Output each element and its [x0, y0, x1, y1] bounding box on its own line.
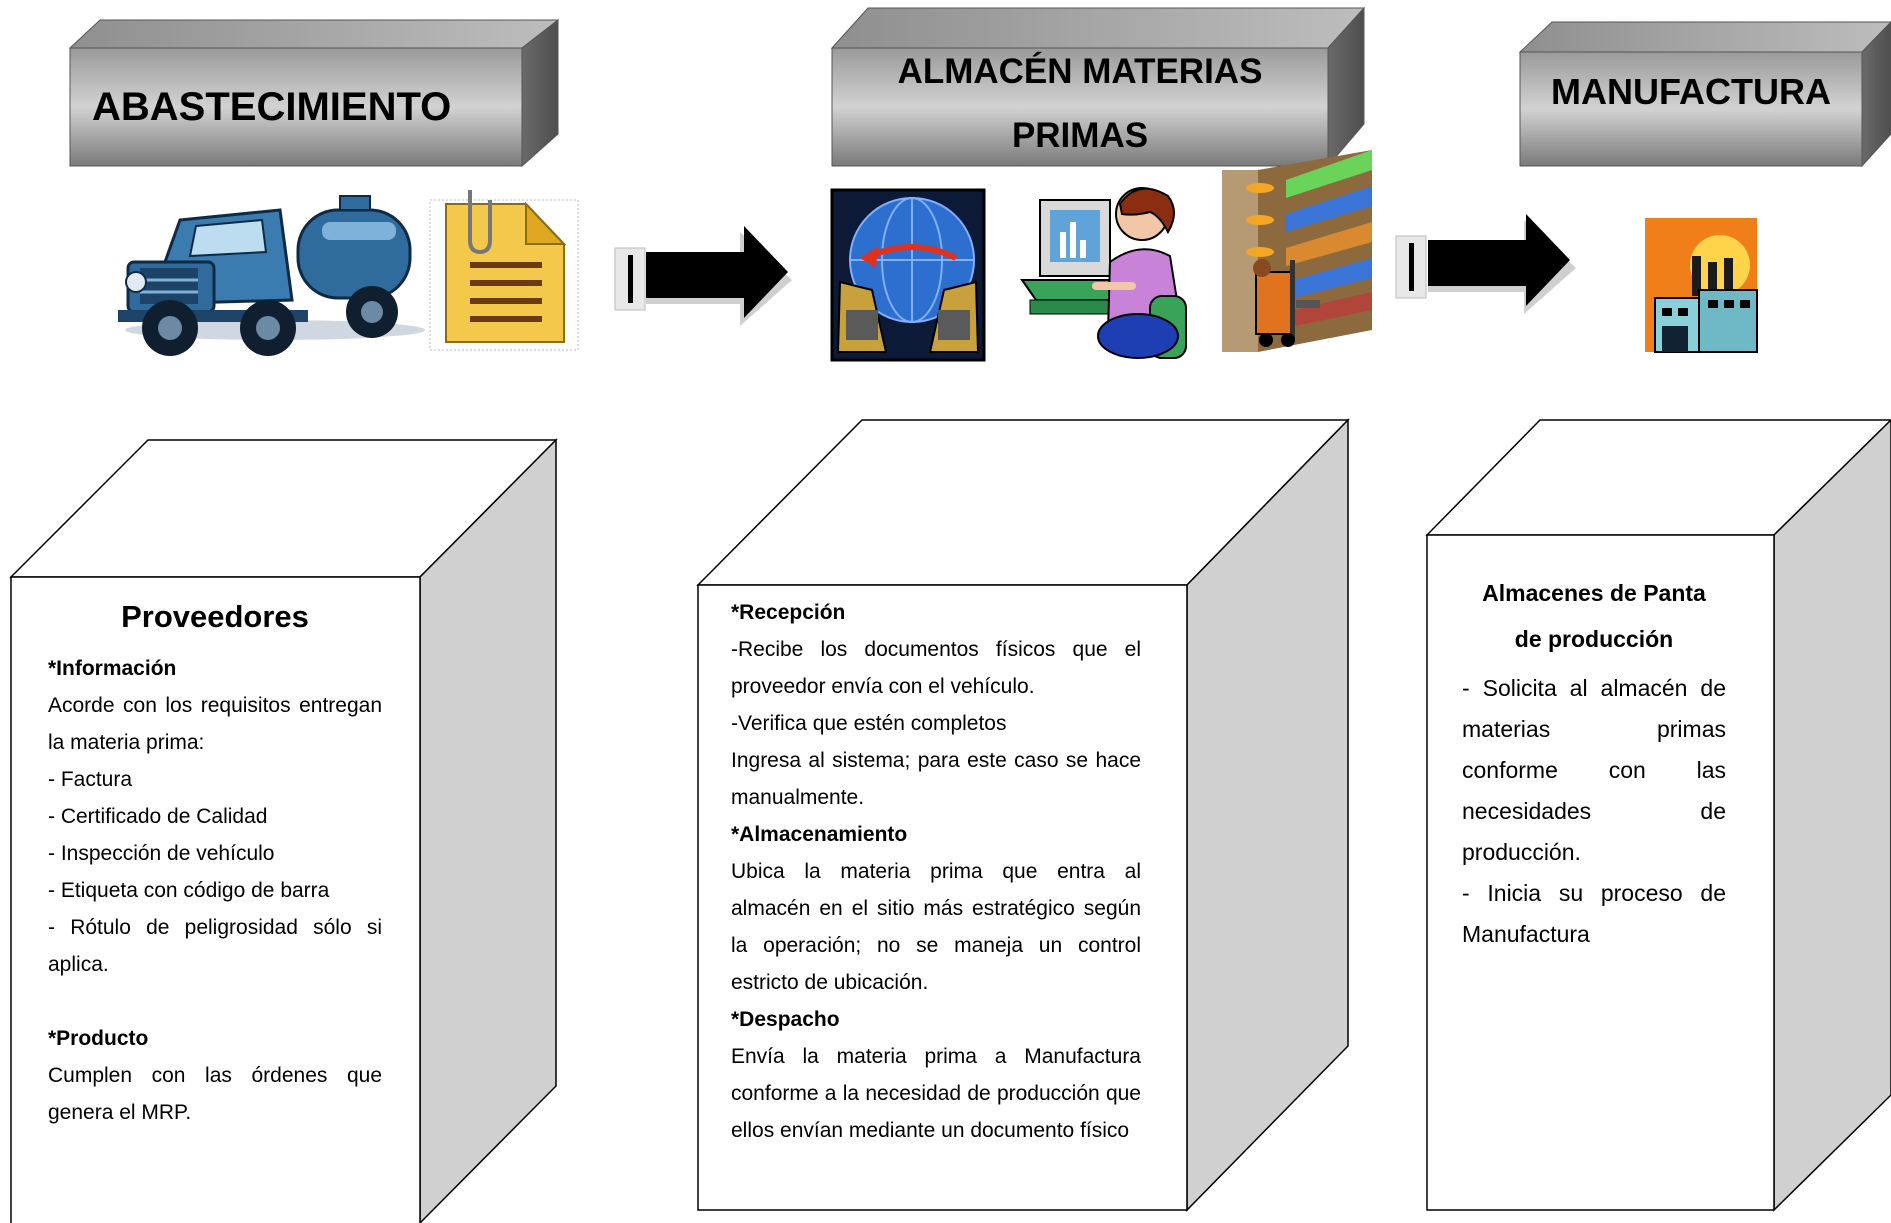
header-block-manufactura — [1518, 21, 1891, 168]
box-proveedores — [9, 438, 558, 1223]
list-item: - Certificado de Calidad — [48, 805, 268, 828]
request-text: - Solicita al almacén de materias primas… — [1462, 675, 1726, 865]
box-manufactura — [1425, 418, 1891, 1212]
reception-line: Ingresa al sistema; para este caso se ha… — [731, 749, 1141, 809]
header-manufactura: MANUFACTURA — [1520, 52, 1862, 132]
box-manufactura-content: Almacenes de Panta de producción - Solic… — [1462, 570, 1726, 955]
header-abastecimiento-label: ABASTECIMIENTO — [92, 84, 452, 129]
list-item: - Inspección de vehículo — [48, 842, 275, 865]
info-heading: *Información — [48, 657, 177, 680]
header-manufactura-label: MANUFACTURA — [1551, 71, 1831, 112]
globe-exchange-icon — [830, 188, 986, 362]
box-almacen-content: *Recepción -Recibe los documentos físico… — [731, 594, 1141, 1149]
box-manufactura-title-line1: Almacenes de Panta — [1482, 580, 1706, 606]
dispatch-heading: *Despacho — [731, 1008, 840, 1031]
computer-operator-icon — [1020, 187, 1187, 359]
product-text: Cumplen con las órdenes que genera el MR… — [48, 1064, 382, 1124]
storage-heading: *Almacenamiento — [731, 823, 908, 846]
arrow-right-icon — [1395, 214, 1576, 314]
list-item: - Factura — [48, 768, 133, 791]
dispatch-text: Envía la materia prima a Manufactura con… — [731, 1045, 1141, 1142]
header-block-abastecimiento — [68, 18, 560, 168]
info-text: Acorde con los requisitos entregan la ma… — [48, 694, 382, 754]
header-almacen-line1: ALMACÉN MATERIAS — [897, 52, 1263, 91]
storage-text: Ubica la materia prima que entra al alma… — [731, 860, 1141, 994]
header-almacen: ALMACÉN MATERIAS PRIMAS — [832, 48, 1328, 166]
spacer — [48, 983, 382, 1020]
start-text: - Inicia su proceso de Manufactura — [1462, 880, 1726, 947]
header-abastecimiento: ABASTECIMIENTO — [70, 48, 522, 166]
list-item: - Rótulo de peligrosidad sólo si aplica. — [48, 916, 382, 976]
reception-heading: *Recepción — [731, 601, 846, 624]
factory-icon — [1645, 218, 1758, 353]
product-heading: *Producto — [48, 1027, 149, 1050]
header-block-almacen — [830, 6, 1366, 168]
header-almacen-line2: PRIMAS — [1011, 116, 1149, 155]
box-manufactura-title-line2: de producción — [1514, 626, 1674, 652]
document-clip-icon — [429, 190, 579, 351]
reception-line: -Verifica que estén completos — [731, 712, 1007, 735]
list-item: - Etiqueta con código de barra — [48, 879, 330, 902]
box-proveedores-title: Proveedores — [121, 599, 309, 634]
tanker-truck-icon — [118, 195, 425, 356]
box-proveedores-content: Proveedores *Información Acorde con los … — [48, 592, 382, 1131]
arrow-right-icon — [614, 226, 792, 326]
box-almacen — [696, 418, 1350, 1212]
warehouse-forklift-icon — [1222, 150, 1372, 352]
reception-line: -Recibe los documentos físicos que el pr… — [731, 638, 1141, 698]
